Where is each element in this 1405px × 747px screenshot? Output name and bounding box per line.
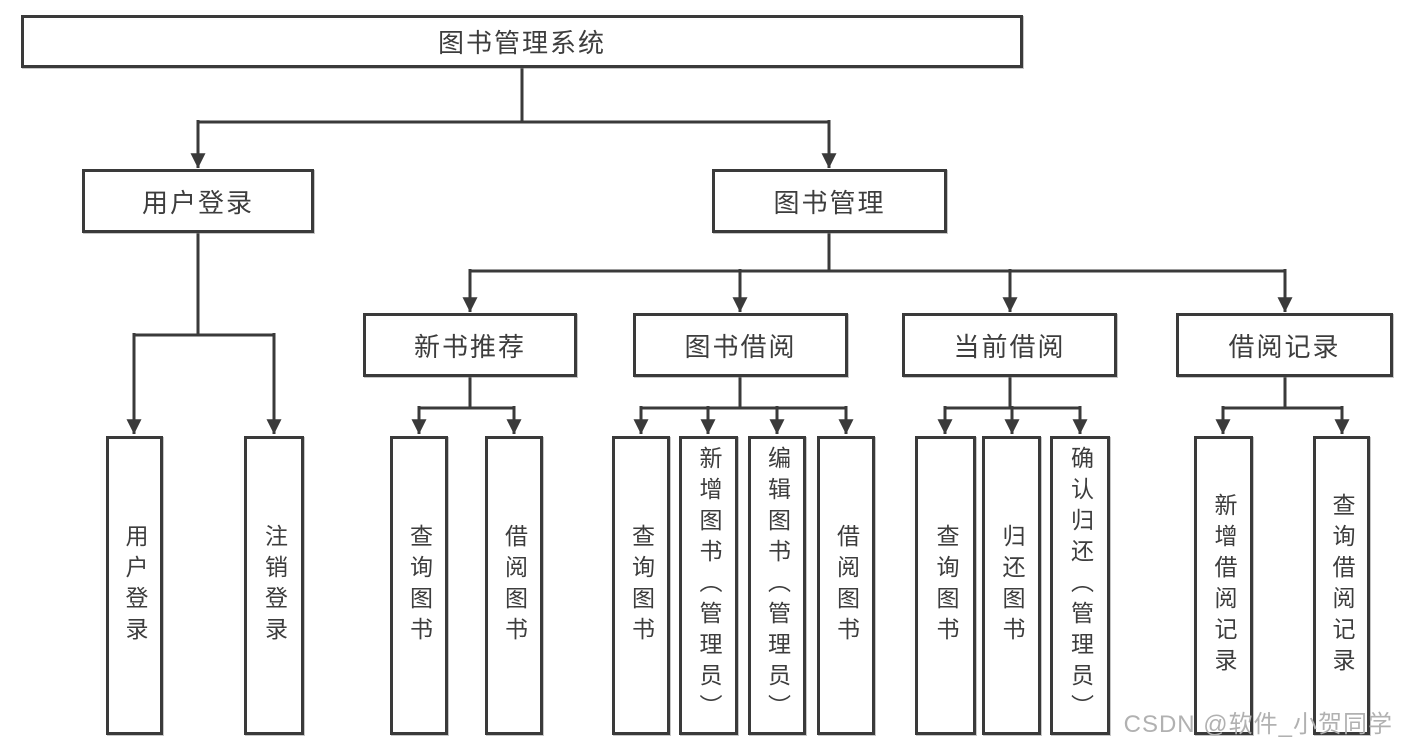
leaf-add-books-admin-label: 新增图书（管理员） [696, 446, 722, 725]
branch-root [198, 68, 829, 124]
branch-book-management [470, 233, 1285, 273]
leaf-confirm-return-admin: 确认归还（管理员） [1050, 436, 1110, 735]
leaf-add-borrow-record: 新增借阅记录 [1194, 436, 1253, 735]
leaf-add-borrow-record-label: 新增借阅记录 [1211, 492, 1237, 679]
node-borrowing-records: 借阅记录 [1176, 313, 1393, 377]
leaf-user-login-label: 用户登录 [122, 523, 148, 648]
leaf-query-books-borrowing: 查询图书 [612, 436, 670, 735]
leaf-borrow-books-borrowing: 借阅图书 [817, 436, 875, 735]
leaf-borrow-books-borrowing-label: 借阅图书 [833, 523, 860, 648]
node-user-login: 用户登录 [82, 169, 314, 233]
branch-new-book-recommend [419, 377, 514, 410]
leaf-query-books-current-label: 查询图书 [933, 523, 959, 648]
node-new-book-recommend: 新书推荐 [363, 313, 577, 377]
leaf-edit-books-admin: 编辑图书（管理员） [748, 436, 806, 735]
leaf-query-borrow-record-label: 查询借阅记录 [1329, 492, 1355, 679]
leaf-confirm-return-admin-label: 确认归还（管理员） [1067, 446, 1094, 725]
node-library-system: 图书管理系统 [21, 15, 1023, 68]
leaf-edit-books-admin-label: 编辑图书（管理员） [764, 446, 791, 725]
leaf-borrow-books-recommend: 借阅图书 [485, 436, 543, 735]
leaf-add-books-admin: 新增图书（管理员） [679, 436, 738, 735]
branch-borrowing-records [1223, 377, 1342, 410]
leaf-logout-label: 注销登录 [261, 523, 288, 648]
leaf-query-books-current: 查询图书 [915, 436, 976, 735]
branch-user-login [134, 233, 274, 337]
leaf-logout: 注销登录 [244, 436, 304, 735]
branch-book-borrowing [641, 377, 846, 410]
leaf-user-login: 用户登录 [106, 436, 163, 735]
leaf-query-books-recommend-label: 查询图书 [406, 523, 433, 648]
node-book-borrowing: 图书借阅 [633, 313, 848, 377]
node-book-management: 图书管理 [712, 169, 947, 233]
leaf-return-books: 归还图书 [982, 436, 1041, 735]
csdn-watermark: CSDN @软件_小贺同学 [1123, 711, 1393, 738]
leaf-query-borrow-record: 查询借阅记录 [1313, 436, 1370, 735]
branch-current-borrowing [945, 377, 1080, 410]
node-current-borrowing: 当前借阅 [902, 313, 1117, 377]
leaf-borrow-books-recommend-label: 借阅图书 [501, 523, 528, 648]
leaf-query-books-borrowing-label: 查询图书 [628, 523, 655, 648]
leaf-query-books-recommend: 查询图书 [390, 436, 448, 735]
leaf-return-books-label: 归还图书 [999, 523, 1025, 648]
